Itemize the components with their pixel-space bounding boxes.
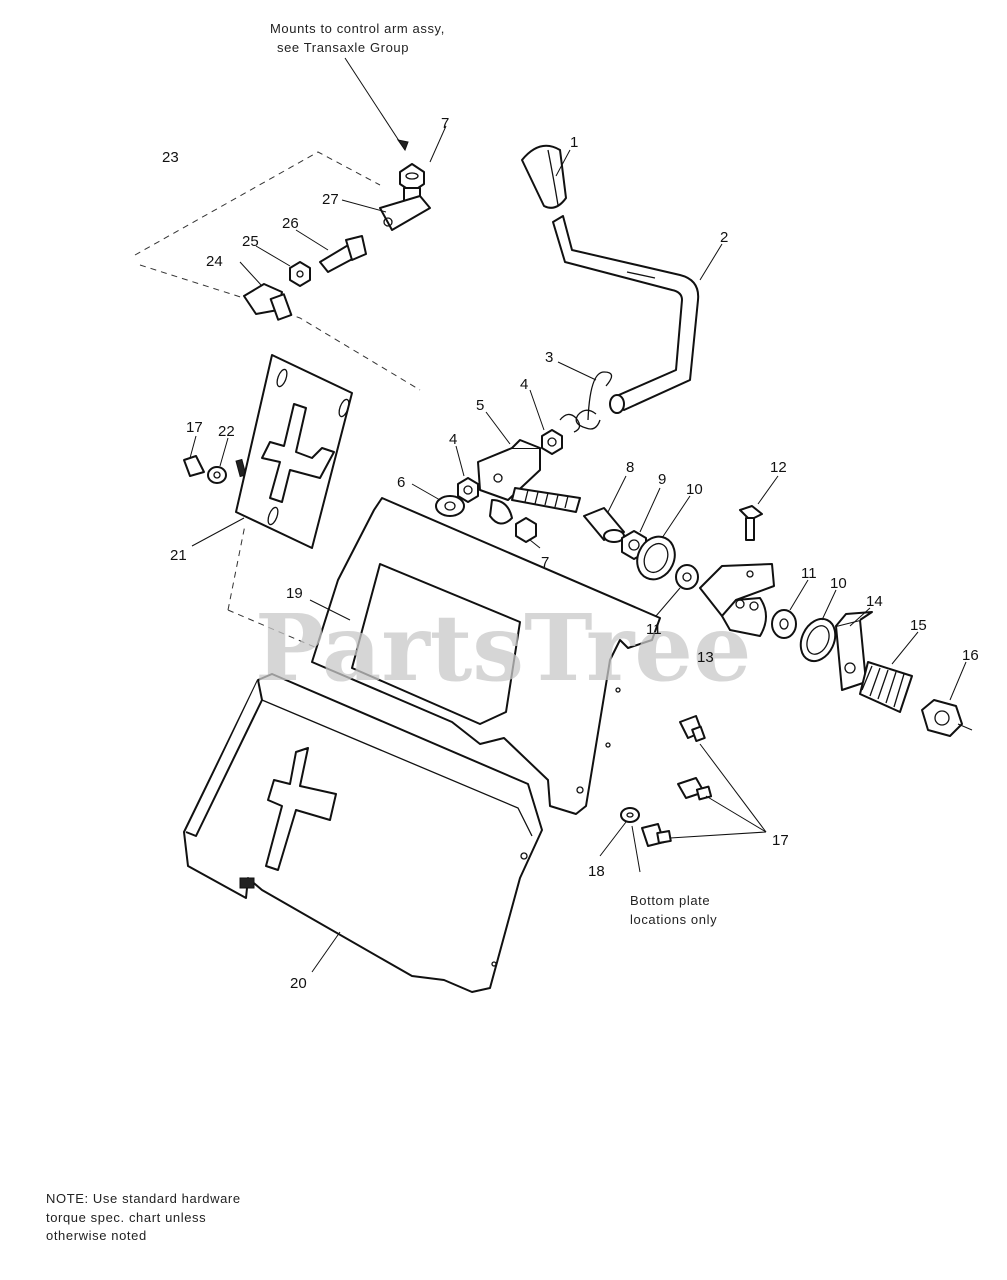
watermark: PartsTree: [255, 594, 751, 702]
washer-part-6: [435, 495, 465, 517]
torque-note-line2: torque spec. chart unless: [46, 1210, 206, 1225]
callout-8: 8: [626, 459, 634, 476]
shift-lever-part-2: [552, 215, 700, 414]
callout-10-right: 10: [830, 575, 847, 592]
callout-22: 22: [218, 423, 235, 440]
mount-note-line2: see Transaxle Group: [277, 40, 409, 55]
bolt-part-12: [739, 505, 763, 541]
bolt-part-17-a: [679, 715, 706, 743]
callout-9: 9: [658, 471, 666, 488]
nut-part-25: [289, 261, 311, 287]
callout-15: 15: [910, 617, 927, 634]
mount-note-arrow: [344, 57, 406, 151]
callout-3: 3: [545, 349, 553, 366]
shift-bolt: [511, 487, 581, 513]
callout-7-upper: 7: [441, 115, 449, 132]
callout-16: 16: [962, 647, 979, 664]
nut-part-4-lower: [457, 477, 479, 503]
callout-5: 5: [476, 397, 484, 414]
callout-17-left: 17: [186, 419, 203, 436]
bolt-part-17-left: [183, 455, 205, 477]
bracket-part-13: [699, 563, 775, 637]
nut-part-4-upper: [541, 429, 563, 455]
callout-20: 20: [290, 975, 307, 992]
washer-part-10-left: [636, 535, 676, 581]
bolt-part-17-c: [641, 823, 672, 847]
nut-part-7-lower: [515, 517, 537, 543]
callout-14: 14: [866, 593, 883, 610]
torque-note-line1: NOTE: Use standard hardware: [46, 1191, 241, 1206]
callout-25: 25: [242, 233, 259, 250]
bracket-part-5: [477, 439, 541, 525]
bottom-plate-note-line2: locations only: [630, 912, 717, 927]
stud-part-26: [319, 235, 367, 273]
mount-note-line1: Mounts to control arm assy,: [270, 21, 445, 36]
callout-4-upper: 4: [520, 376, 528, 393]
callout-21: 21: [170, 547, 187, 564]
bolt-part-17-b: [677, 777, 713, 801]
spring-part-15: [859, 661, 913, 713]
plate-part-21: [235, 354, 353, 549]
callout-24: 24: [206, 253, 223, 270]
adapter-part-27: [379, 187, 431, 231]
callout-19: 19: [286, 585, 303, 602]
callout-26: 26: [282, 215, 299, 232]
callout-11-right: 11: [801, 565, 817, 582]
tray-part-20: [183, 673, 543, 993]
nut-part-16: [921, 699, 963, 737]
callout-4-lower: 4: [449, 431, 457, 448]
washer-part-11-left: [675, 564, 699, 590]
clip-part-14: [835, 611, 873, 691]
torque-note-line3: otherwise noted: [46, 1228, 147, 1243]
fitting-part-24: [243, 283, 293, 321]
callout-12: 12: [770, 459, 787, 476]
spring-part-3: [575, 371, 613, 430]
washer-part-22: [207, 466, 227, 484]
washer-part-18: [620, 807, 640, 823]
callout-6: 6: [397, 474, 405, 491]
callout-13: 13: [697, 649, 714, 666]
callout-23: 23: [162, 149, 179, 166]
spacer-part-8: [583, 507, 625, 543]
callout-7-lower: 7: [541, 554, 549, 571]
washer-part-10-right: [799, 617, 837, 663]
washer-part-11-right: [771, 609, 797, 639]
callout-1: 1: [570, 134, 578, 151]
callout-17-right: 17: [772, 832, 789, 849]
frame-part-19: [311, 497, 661, 815]
dashed-guide-23: [134, 151, 381, 256]
callout-10-left: 10: [686, 481, 703, 498]
callout-11-left: 11: [646, 621, 662, 638]
knob-part-1: [521, 144, 567, 209]
callout-27: 27: [322, 191, 339, 208]
callout-18: 18: [588, 863, 605, 880]
nut-part-7-upper: [399, 163, 425, 193]
callout-2: 2: [720, 229, 728, 246]
bottom-plate-note-line1: Bottom plate: [630, 893, 710, 908]
